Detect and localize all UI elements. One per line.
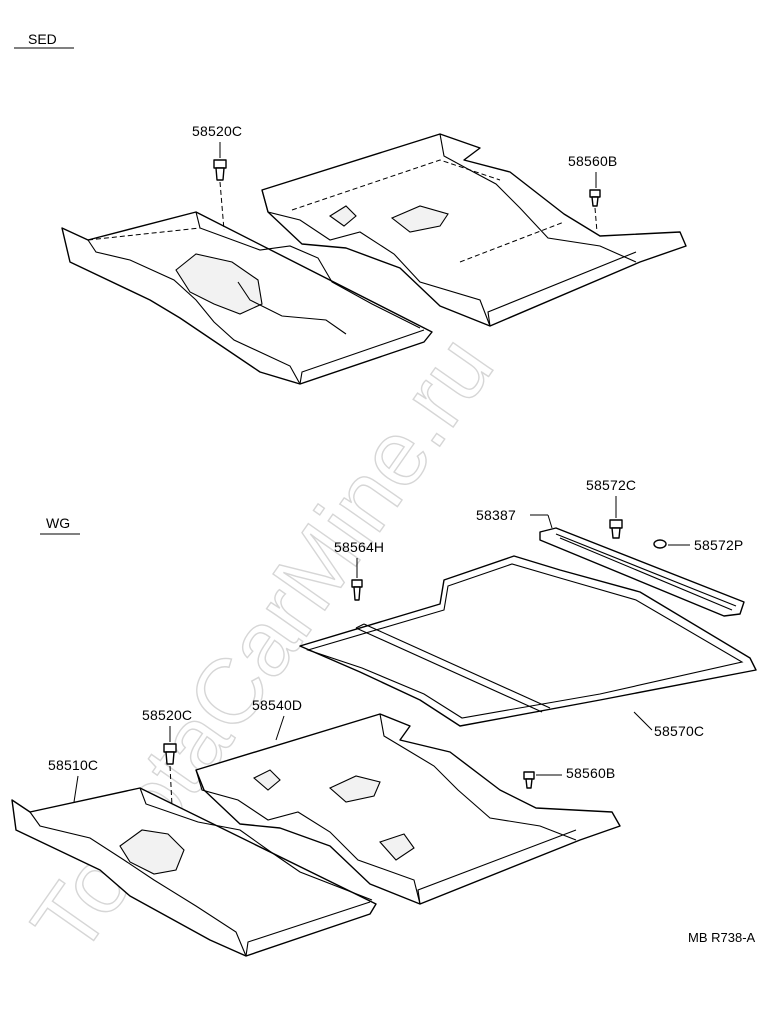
wg-luggage-mat (299, 555, 757, 727)
callout-wg-58520C: 58520C (142, 707, 192, 723)
section-wagon: WG (11, 477, 757, 957)
callout-sed-58520C: 58520C (192, 123, 242, 139)
section-title-wg: WG (46, 515, 70, 531)
callout-wg-58560B: 58560B (566, 765, 615, 781)
callout-wg-58572C: 58572C (586, 477, 636, 493)
callout-wg-58510C: 58510C (48, 757, 98, 773)
section-sedan: SED 58520C (14, 31, 687, 385)
wg-clip-58572C: 58572C (586, 477, 636, 539)
sed-front-carpet (61, 211, 433, 385)
callout-wg-58387: 58387 (476, 507, 516, 523)
sed-clip-58520C: 58520C (192, 123, 242, 231)
callout-wg-58564H: 58564H (334, 539, 384, 555)
sed-clip-58560B: 58560B (568, 153, 617, 233)
sed-rear-carpet (261, 133, 687, 327)
callout-wg-58540D: 58540D (252, 697, 302, 713)
callout-sed-58560B: 58560B (568, 153, 617, 169)
wg-clip-58560B: 58560B (523, 765, 615, 789)
wg-58540D-label: 58540D (252, 697, 302, 741)
wg-58510C-label: 58510C (48, 757, 98, 803)
section-title-sed: SED (28, 31, 57, 47)
diagram-code: MB R738-A (688, 930, 756, 945)
wg-58387-label: 58387 (476, 507, 553, 529)
wg-clip-58572P: 58572P (653, 537, 743, 553)
callout-wg-58570C: 58570C (654, 723, 704, 739)
wg-clip-58564H: 58564H (334, 539, 384, 601)
wg-step-plate (539, 527, 745, 617)
wg-rear-carpet (195, 713, 621, 905)
wg-front-carpet (11, 787, 377, 957)
wg-clip-58520C: 58520C (142, 707, 192, 807)
callout-wg-58572P: 58572P (694, 537, 743, 553)
wg-58570C-label: 58570C (633, 711, 704, 739)
